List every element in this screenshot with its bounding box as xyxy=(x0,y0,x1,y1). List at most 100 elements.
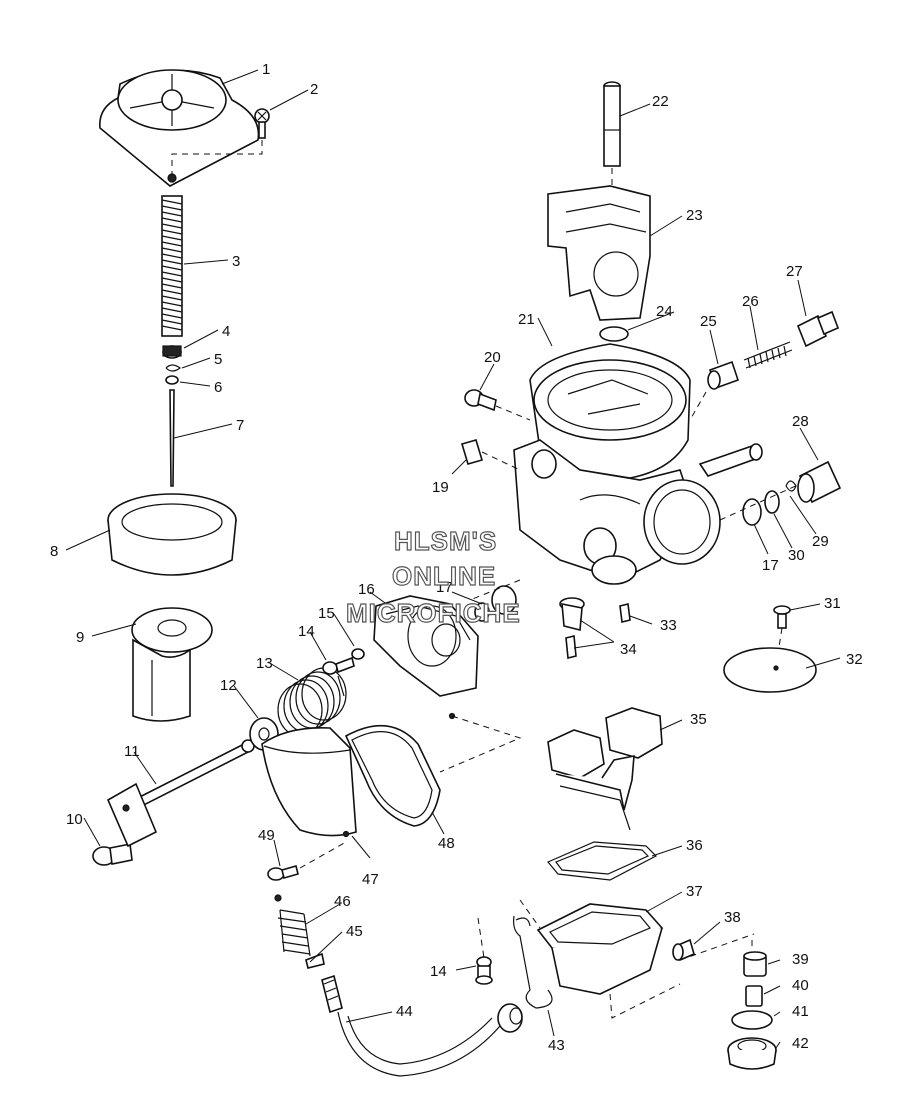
callout-41: 41 xyxy=(792,1003,809,1020)
callout-25: 25 xyxy=(700,313,717,330)
part-gasket-48 xyxy=(344,724,441,827)
part-screw-19 xyxy=(461,439,521,471)
watermark-line-3: MICROFICHE xyxy=(346,598,521,628)
part-carb-body-21 xyxy=(469,343,763,601)
callout-36: 36 xyxy=(686,837,703,854)
callout-16: 16 xyxy=(358,581,375,598)
part-jets-34 xyxy=(559,597,585,660)
callout-49: 49 xyxy=(258,827,275,844)
axis-line-right xyxy=(719,483,801,521)
part-cap-28 xyxy=(797,460,842,504)
callout-31: 31 xyxy=(824,595,841,612)
part-oring-24 xyxy=(599,326,629,342)
part-jet-33 xyxy=(619,603,631,623)
callout-27: 27 xyxy=(786,263,803,280)
callout-48: 48 xyxy=(438,835,455,852)
part-screw-14-lower xyxy=(475,917,493,985)
part-plunger-25 xyxy=(689,360,740,421)
callout-20: 20 xyxy=(484,349,501,366)
callout-21: 21 xyxy=(518,311,535,328)
callout-1: 1 xyxy=(262,61,270,78)
part-gasket-36 xyxy=(547,841,658,881)
part-oring-17-middle xyxy=(474,585,517,622)
callout-44: 44 xyxy=(396,1003,413,1020)
callout-14-lower: 14 xyxy=(430,963,447,980)
callout-3: 3 xyxy=(232,253,240,270)
callout-12: 12 xyxy=(220,677,237,694)
callout-42: 42 xyxy=(792,1035,809,1052)
part-screw-49 xyxy=(267,841,347,881)
callout-8: 8 xyxy=(50,543,58,560)
part-oring-41 xyxy=(731,1010,773,1030)
callout-47: 47 xyxy=(362,871,379,888)
callout-13: 13 xyxy=(256,655,273,672)
callout-6: 6 xyxy=(214,379,222,396)
callout-17-right: 17 xyxy=(762,557,779,574)
part-float-35 xyxy=(547,707,663,831)
part-plug-38 xyxy=(672,938,695,962)
watermark: HLSM'S ONLINE MICROFICHE xyxy=(345,525,521,628)
part-screw-2 xyxy=(171,108,270,176)
callout-4: 4 xyxy=(222,323,230,340)
part-oring-17-right xyxy=(742,498,762,526)
part-washer-30 xyxy=(764,490,780,514)
part-main-jet-39 xyxy=(743,951,767,977)
part-drain-plug-42 xyxy=(727,1037,777,1070)
callout-10: 10 xyxy=(66,811,83,828)
callout-labels: 1 2 3 4 5 6 7 8 9 10 11 12 13 14 15 16 1… xyxy=(50,61,863,1054)
part-clip-29 xyxy=(785,480,797,492)
part-bracket-23 xyxy=(547,185,651,321)
callout-40: 40 xyxy=(792,977,809,994)
callout-15: 15 xyxy=(318,605,335,622)
part-spring-46 xyxy=(274,894,311,957)
part-diaphragm-8 xyxy=(107,493,237,576)
callout-7: 7 xyxy=(236,417,244,434)
part-float-bowl-37 xyxy=(519,899,681,1019)
part-nut-27 xyxy=(796,310,840,348)
part-washer-15 xyxy=(351,648,365,660)
part-throttle-shaft-11 xyxy=(106,739,255,848)
callout-28: 28 xyxy=(792,413,809,430)
part-screw-20 xyxy=(464,389,531,421)
callout-2: 2 xyxy=(310,81,318,98)
part-washer-6 xyxy=(165,375,179,385)
callout-32: 32 xyxy=(846,651,863,668)
leader-lines xyxy=(65,69,841,1049)
part-slide-9 xyxy=(131,607,213,722)
callout-45: 45 xyxy=(346,923,363,940)
callout-39: 39 xyxy=(792,951,809,968)
callout-26: 26 xyxy=(742,293,759,310)
part-spring-3 xyxy=(161,195,183,337)
watermark-line-2: ONLINE xyxy=(392,561,496,591)
part-screw-10 xyxy=(92,843,133,866)
part-hose-44 xyxy=(321,974,523,1077)
callout-5: 5 xyxy=(214,351,222,368)
part-needle-7 xyxy=(169,389,175,487)
callout-30: 30 xyxy=(788,547,805,564)
callout-37: 37 xyxy=(686,883,703,900)
part-wire-43 xyxy=(513,915,553,1009)
callout-38: 38 xyxy=(724,909,741,926)
callout-14: 14 xyxy=(298,623,315,640)
callout-43: 43 xyxy=(548,1037,565,1054)
callout-23: 23 xyxy=(686,207,703,224)
part-top-cap xyxy=(99,69,260,187)
callout-33: 33 xyxy=(660,617,677,634)
watermark-line-1: HLSM'S xyxy=(394,526,497,556)
part-bolt-22 xyxy=(603,81,621,188)
callout-46: 46 xyxy=(334,893,351,910)
part-screw-14-upper xyxy=(322,656,355,675)
callout-19: 19 xyxy=(432,479,449,496)
callout-24: 24 xyxy=(656,303,673,320)
part-clip-45 xyxy=(305,952,325,969)
part-spring-13 xyxy=(277,667,347,737)
axis-line-lower-right xyxy=(679,933,755,961)
part-retainer-4 xyxy=(162,345,182,359)
callout-34: 34 xyxy=(620,641,637,658)
callout-22: 22 xyxy=(652,93,669,110)
part-clip-5 xyxy=(165,364,182,372)
part-plate-32 xyxy=(723,647,817,693)
callout-17: 17 xyxy=(436,579,453,596)
callout-11: 11 xyxy=(124,743,140,760)
